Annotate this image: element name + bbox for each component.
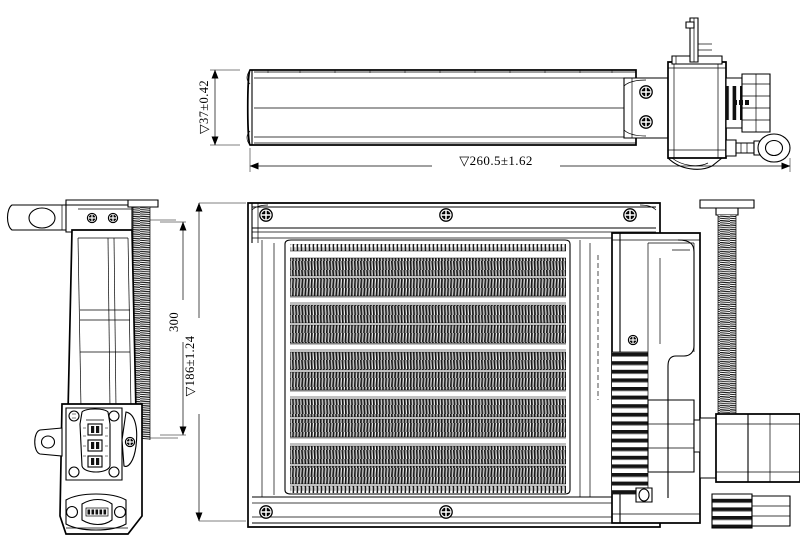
dimension-label-height-300: 300 [167, 312, 181, 332]
bottom-screw-1 [259, 505, 273, 519]
front-view [247, 199, 800, 529]
left-view-connector-housing [34, 403, 143, 535]
front-view-mid-column [579, 240, 599, 497]
top-screw-1 [259, 208, 273, 222]
left-side-view [6, 199, 178, 535]
front-view-top-rail [251, 203, 657, 243]
dimension-height-37: ▽37±0.42 [197, 69, 240, 146]
connector-ear-hole [40, 435, 56, 449]
core-top-cap [290, 244, 566, 251]
heat-exchanger-core [284, 239, 571, 495]
front-view-right-housing [611, 232, 707, 524]
dimension-height-186: ▽186±1.24 [183, 202, 246, 522]
bracket-mounting-hole [28, 207, 56, 229]
fin-band-1 [290, 257, 566, 297]
dimension-label-height-37: ▽37±0.42 [197, 80, 211, 134]
front-view-right-coil [699, 199, 755, 450]
top-view-screw-1 [639, 85, 653, 99]
top-view-standpipe [685, 17, 712, 63]
front-view-right-connectors [699, 413, 800, 529]
oval-boss-screw [124, 436, 136, 448]
three-pin-connector [65, 407, 123, 481]
core-tube-1 [290, 296, 566, 304]
lower-ribbed-connector [712, 494, 752, 528]
heatsink-fin-stack [612, 352, 648, 494]
top-view-screw-2 [639, 115, 653, 129]
left-view-top-rail [65, 199, 131, 206]
fin-band-5 [290, 445, 566, 485]
top-view: ▽37±0.42 ▽260.5±1.62 [197, 17, 791, 172]
top-view-body [246, 69, 637, 146]
dimension-label-height-186: ▽186±1.24 [183, 335, 197, 396]
bottom-screw-2 [439, 505, 453, 519]
fin-band-2 [290, 304, 566, 344]
core-tube-2 [290, 343, 566, 351]
dimension-label-length-260: ▽260.5±1.62 [459, 153, 533, 168]
top-view-housing [667, 55, 727, 170]
top-screw-2 [439, 208, 453, 222]
core-tube-3 [290, 390, 566, 398]
bracket-screw-1 [86, 212, 98, 224]
core-tube-4 [290, 437, 566, 445]
top-view-ring-terminal [725, 133, 791, 163]
bracket-screw-2 [107, 212, 119, 224]
fin-band-4 [290, 398, 566, 438]
right-housing-screw [627, 334, 639, 346]
left-view-oval-boss [121, 411, 138, 467]
top-screw-3 [623, 208, 637, 222]
front-view-left-member [261, 240, 275, 497]
right-coil-texture [718, 215, 736, 430]
front-view-bracket-arm [667, 239, 695, 498]
fin-band-3 [290, 351, 566, 391]
six-pin-connector [65, 493, 127, 531]
dimension-length-260: ▽260.5±1.62 [249, 148, 791, 172]
left-view-mounting-bracket [6, 202, 133, 233]
front-view-bottom-rail [252, 496, 656, 524]
top-view-hv-connector [725, 73, 771, 133]
top-view-right-flange [623, 77, 669, 139]
dimension-height-300: 300 [160, 221, 191, 436]
core-bottom-cap [290, 486, 566, 493]
